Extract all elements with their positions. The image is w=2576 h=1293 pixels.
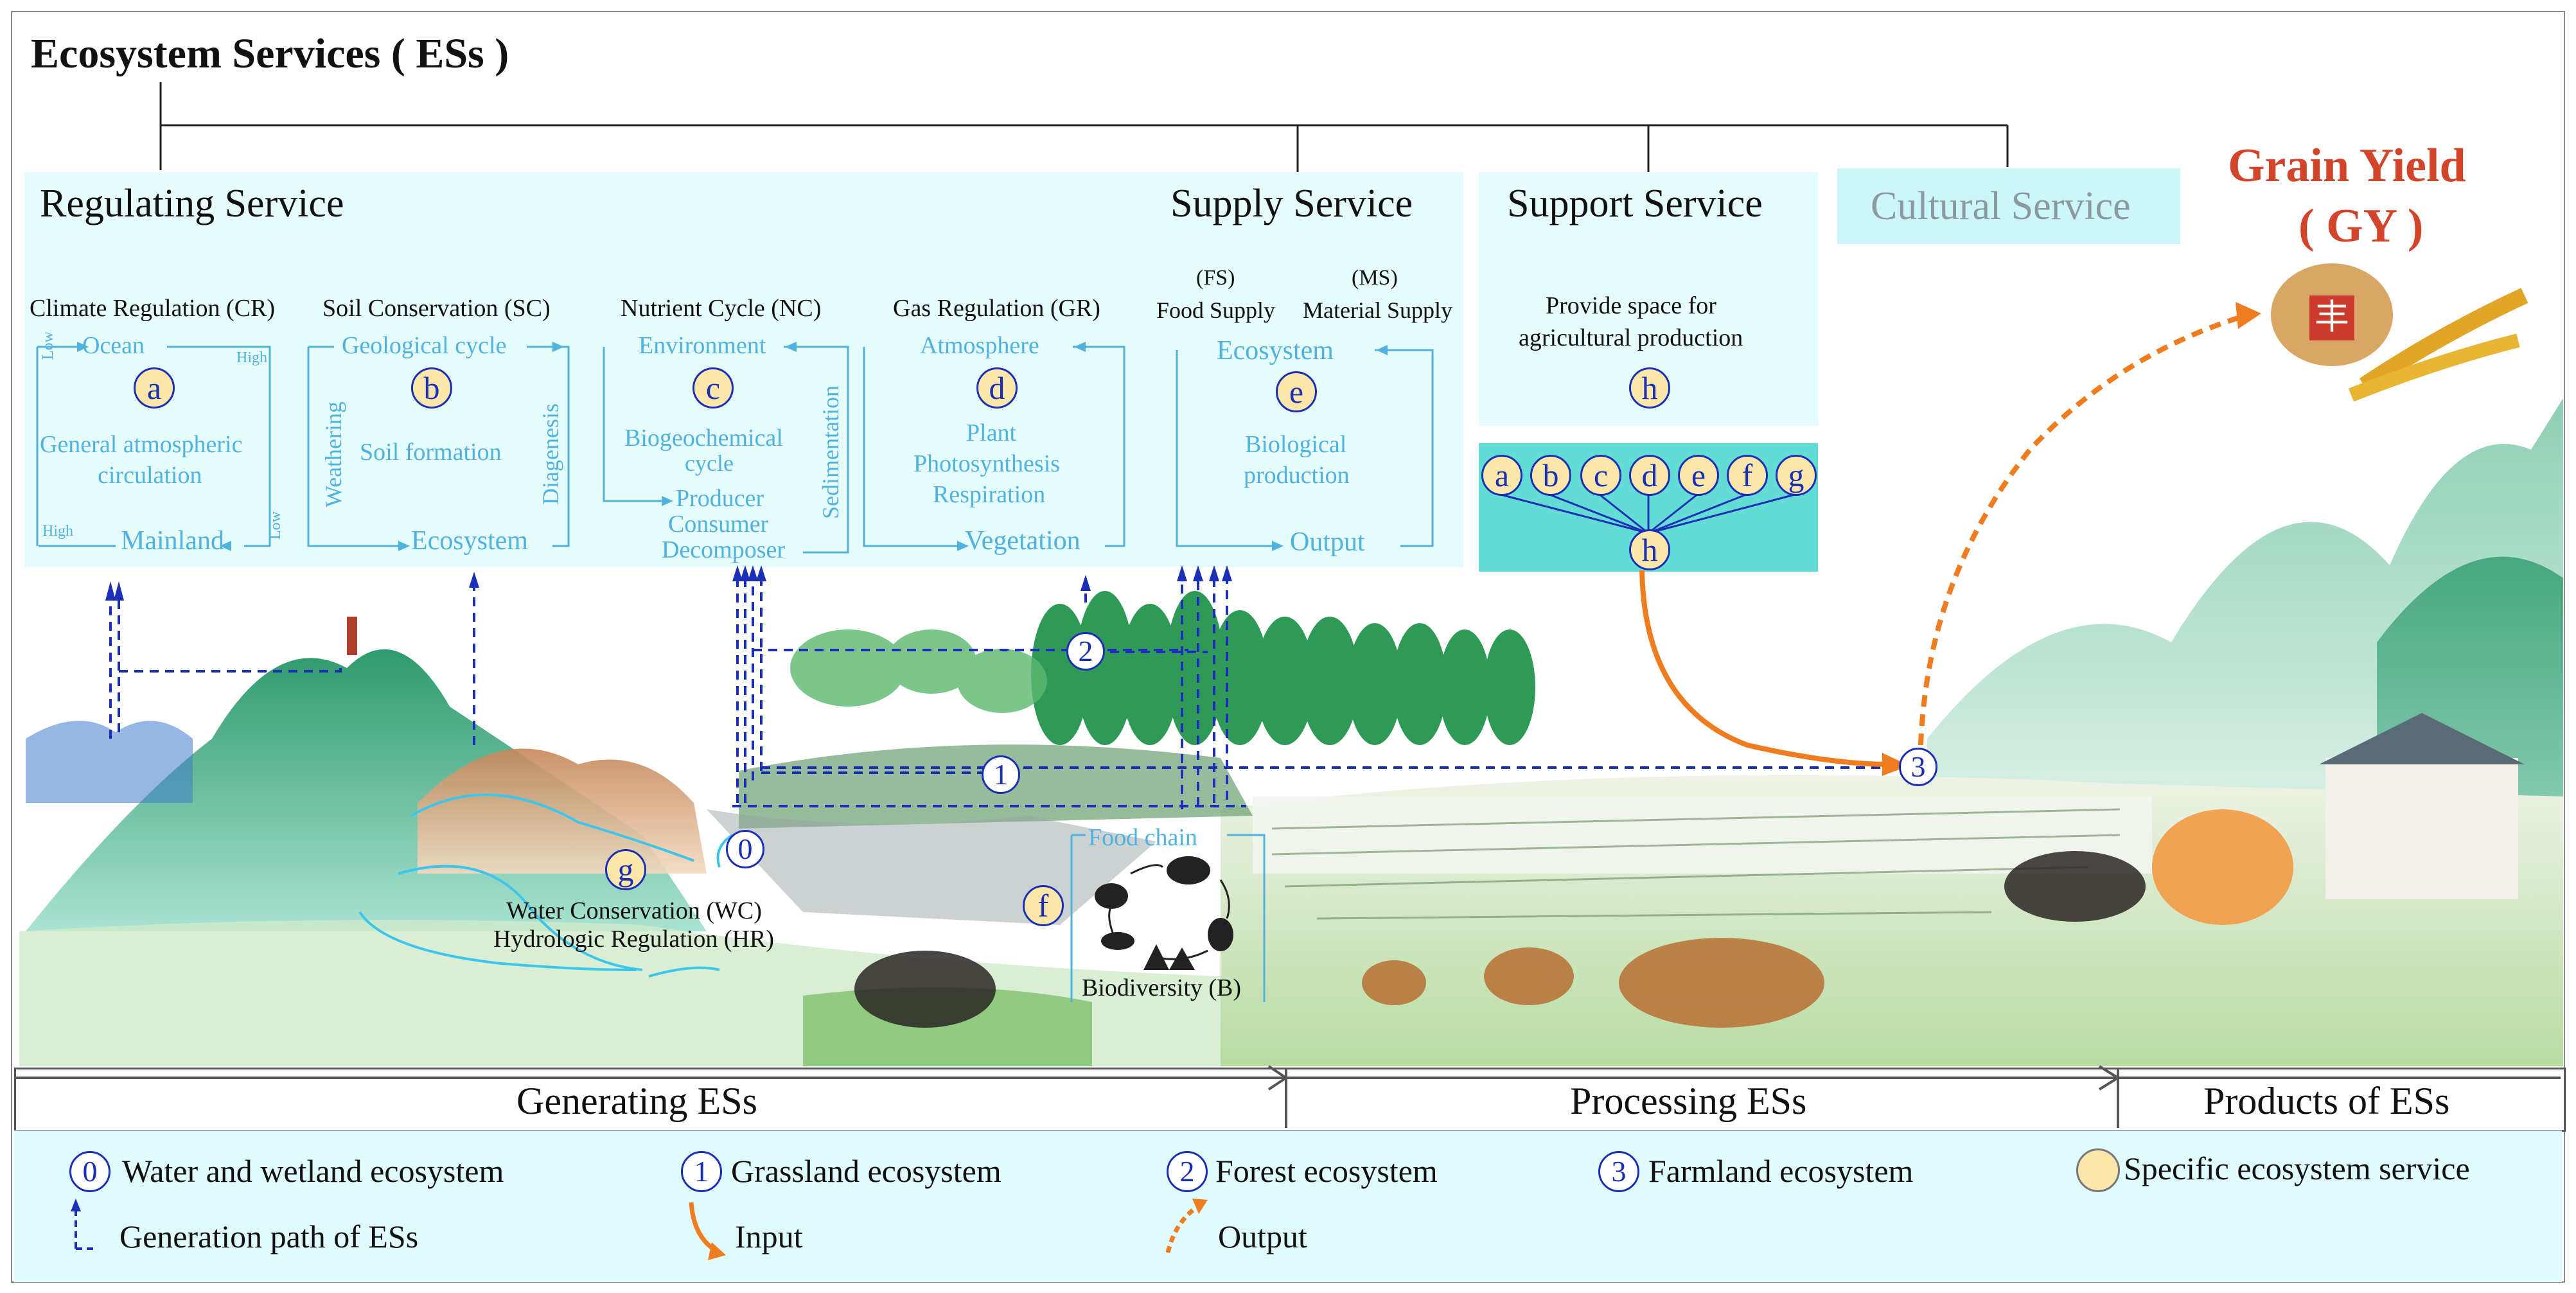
supply-bottom-output: Output	[1290, 527, 1365, 557]
combine-input-e: e	[1678, 455, 1719, 496]
combine-input-c: c	[1580, 455, 1621, 496]
support-service-title: Support Service	[1507, 182, 1763, 225]
nc-top-environment: Environment	[639, 332, 766, 359]
support-line2: agricultural production	[1519, 324, 1743, 351]
service-c-circle: c	[693, 367, 734, 409]
cr-label: Climate Regulation (CR)	[30, 295, 276, 322]
material-supply-label: Material Supply	[1303, 297, 1452, 323]
service-d-circle: d	[976, 367, 1018, 409]
legend-marker-2: 2	[1167, 1151, 1208, 1192]
ecosystem-marker-0: 0	[726, 830, 764, 868]
service-f-circle: f	[1023, 885, 1064, 926]
biodiversity-label: Biodiversity (B)	[1082, 974, 1242, 1001]
service-b-circle: b	[411, 367, 452, 409]
supply-center-line1: Biological	[1245, 431, 1347, 458]
combine-output-h: h	[1629, 529, 1670, 570]
service-e-circle: e	[1276, 371, 1317, 412]
svg-text:丰: 丰	[2315, 297, 2349, 337]
stage-processing: Processing ESs	[1570, 1080, 1807, 1122]
combine-input-d: d	[1629, 455, 1670, 496]
legend-output: Output	[1218, 1218, 1307, 1254]
legend-marker-3: 3	[1598, 1151, 1639, 1192]
cr-high-bottom: High	[42, 523, 73, 540]
legend-marker-0: 0	[69, 1151, 110, 1192]
sc-bottom-ecosystem: Ecosystem	[411, 526, 528, 556]
support-line1: Provide space for	[1546, 292, 1716, 319]
hydrologic-regulation-label: Hydrologic Regulation (HR)	[493, 926, 774, 953]
legend-specific-service: Specific ecosystem service	[2124, 1150, 2470, 1186]
supply-service-title: Supply Service	[1170, 182, 1413, 225]
gr-top-atmosphere: Atmosphere	[920, 332, 1039, 359]
combine-input-a: a	[1481, 455, 1522, 496]
output-arrow-icon	[1165, 1199, 1208, 1253]
gr-center-plant: Plant	[966, 419, 1017, 446]
sc-center-soil-formation: Soil formation	[360, 439, 502, 466]
grain-yield-title: Grain Yield	[2228, 139, 2466, 192]
stage-products: Products of ESs	[2203, 1080, 2450, 1122]
cr-top-ocean: Ocean	[82, 332, 145, 359]
grain-yield-abbrev: ( GY )	[2298, 200, 2424, 252]
legend-grassland: Grassland ecosystem	[731, 1153, 1001, 1189]
nc-chain-producer: Producer	[676, 485, 764, 512]
cr-bottom-mainland: Mainland	[121, 526, 224, 556]
nc-label: Nutrient Cycle (NC)	[621, 295, 822, 322]
service-g-circle: g	[605, 849, 646, 890]
grain-sack-icon: 丰	[2271, 263, 2528, 402]
supply-center-line2: production	[1244, 462, 1350, 489]
supply-panel	[1142, 172, 1463, 567]
nc-center-line2: cycle	[685, 450, 734, 476]
regulating-panel	[24, 172, 1142, 567]
legend-panel	[14, 1130, 2562, 1282]
food-supply-label: Food Supply	[1156, 297, 1276, 323]
cultural-service-title: Cultural Service	[1871, 184, 2131, 228]
legend-farmland: Farmland ecosystem	[1648, 1153, 1914, 1189]
ecosystem-marker-3: 3	[1899, 748, 1937, 786]
nc-center-line1: Biogeochemical	[624, 425, 783, 452]
sc-label: Soil Conservation (SC)	[322, 295, 551, 322]
supply-top-ecosystem: Ecosystem	[1217, 336, 1334, 365]
nc-chain-consumer: Consumer	[668, 511, 769, 538]
service-a-circle: a	[134, 367, 175, 409]
food-chain-title: Food chain	[1088, 824, 1197, 851]
legend-forest: Forest ecosystem	[1215, 1153, 1438, 1189]
cultural-panel	[1837, 168, 2180, 244]
water-conservation-label: Water Conservation (WC)	[506, 897, 762, 924]
combine-input-g: g	[1776, 455, 1817, 496]
gr-center-photosynthesis: Photosynthesis	[913, 450, 1061, 477]
legend-service-circle-icon	[2076, 1148, 2120, 1192]
legend-generation-path: Generation path of ESs	[119, 1218, 419, 1254]
gr-bottom-vegetation: Vegetation	[965, 526, 1081, 556]
gr-center-respiration: Respiration	[933, 481, 1046, 508]
fs-code: (FS)	[1196, 266, 1235, 290]
ms-code: (MS)	[1352, 266, 1398, 290]
legend-marker-1: 1	[681, 1151, 722, 1192]
ecosystem-marker-2: 2	[1066, 632, 1105, 671]
regulating-service-title: Regulating Service	[40, 182, 344, 225]
gr-label: Gas Regulation (GR)	[893, 295, 1100, 322]
dashed-path-icon	[71, 1199, 96, 1250]
cr-high-top: High	[236, 349, 267, 366]
input-arrow-icon	[689, 1202, 726, 1260]
service-h-circle: h	[1629, 367, 1670, 409]
nc-chain-decomposer: Decomposer	[662, 536, 786, 563]
sc-top-geological: Geological cycle	[342, 332, 507, 359]
combine-input-f: f	[1727, 455, 1768, 496]
legend-input: Input	[735, 1218, 803, 1254]
combine-input-b: b	[1530, 455, 1571, 496]
cr-center-line2: circulation	[98, 462, 202, 489]
legend-water-wetland: Water and wetland ecosystem	[122, 1153, 504, 1189]
diagram-title: Ecosystem Services ( ESs )	[31, 30, 509, 77]
cr-center-line1: General atmospheric	[40, 431, 243, 458]
ecosystem-marker-1: 1	[982, 755, 1020, 794]
stage-generating: Generating ESs	[516, 1080, 757, 1122]
